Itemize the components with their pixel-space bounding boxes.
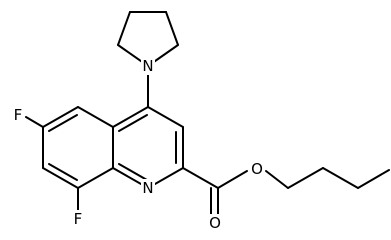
atom-label-n-ring: N <box>141 179 155 197</box>
atom-label-o-ester: O <box>250 160 264 178</box>
bond-c4a-c5 <box>77 106 114 128</box>
bond-c6-f <box>25 116 44 128</box>
atom-label-o-carbonyl: O <box>208 214 222 232</box>
butyl-ester-group <box>182 167 390 216</box>
bond-butyl-c1-c2 <box>287 167 324 189</box>
svg-text:F: F <box>14 106 23 124</box>
bond-butyl-c3-c4 <box>357 169 390 189</box>
bond-pyr-4 <box>165 11 179 46</box>
svg-text:O: O <box>251 160 263 178</box>
bond-pyr-2 <box>117 11 131 46</box>
svg-text:O: O <box>209 214 221 232</box>
svg-text:F: F <box>74 210 83 228</box>
benzene-ring <box>42 106 114 189</box>
bond-carbonyl-c-ester-o <box>217 170 248 189</box>
pyrrolidine-ring <box>117 11 179 67</box>
bond-c4a-c4 <box>112 106 149 128</box>
bond-c2-carbonyl-c <box>182 167 219 189</box>
bond-c8-c8a <box>77 167 114 189</box>
svg-text:N: N <box>142 57 153 75</box>
atom-label-n-pyrrolidine: N <box>141 57 155 75</box>
bond-c7-c8-double <box>48 163 78 181</box>
pyridine-ring <box>112 106 184 189</box>
molecule-structure-diagram: N N F F O O <box>12 11 390 232</box>
bond-c7-c8 <box>42 167 79 189</box>
bond-c5-c6-double <box>48 114 78 132</box>
bond-c4a-c4-double <box>118 114 148 132</box>
bond-c5-c6 <box>42 106 79 128</box>
bond-ester-o-c1 <box>265 170 289 189</box>
atom-label-f-bottom: F <box>72 210 85 228</box>
bond-n1-c8a-double <box>118 163 148 181</box>
svg-text:N: N <box>142 179 153 197</box>
bond-butyl-c2-c3 <box>322 167 359 189</box>
atom-label-f-top: F <box>12 106 25 124</box>
bond-c4-c3 <box>147 106 184 128</box>
